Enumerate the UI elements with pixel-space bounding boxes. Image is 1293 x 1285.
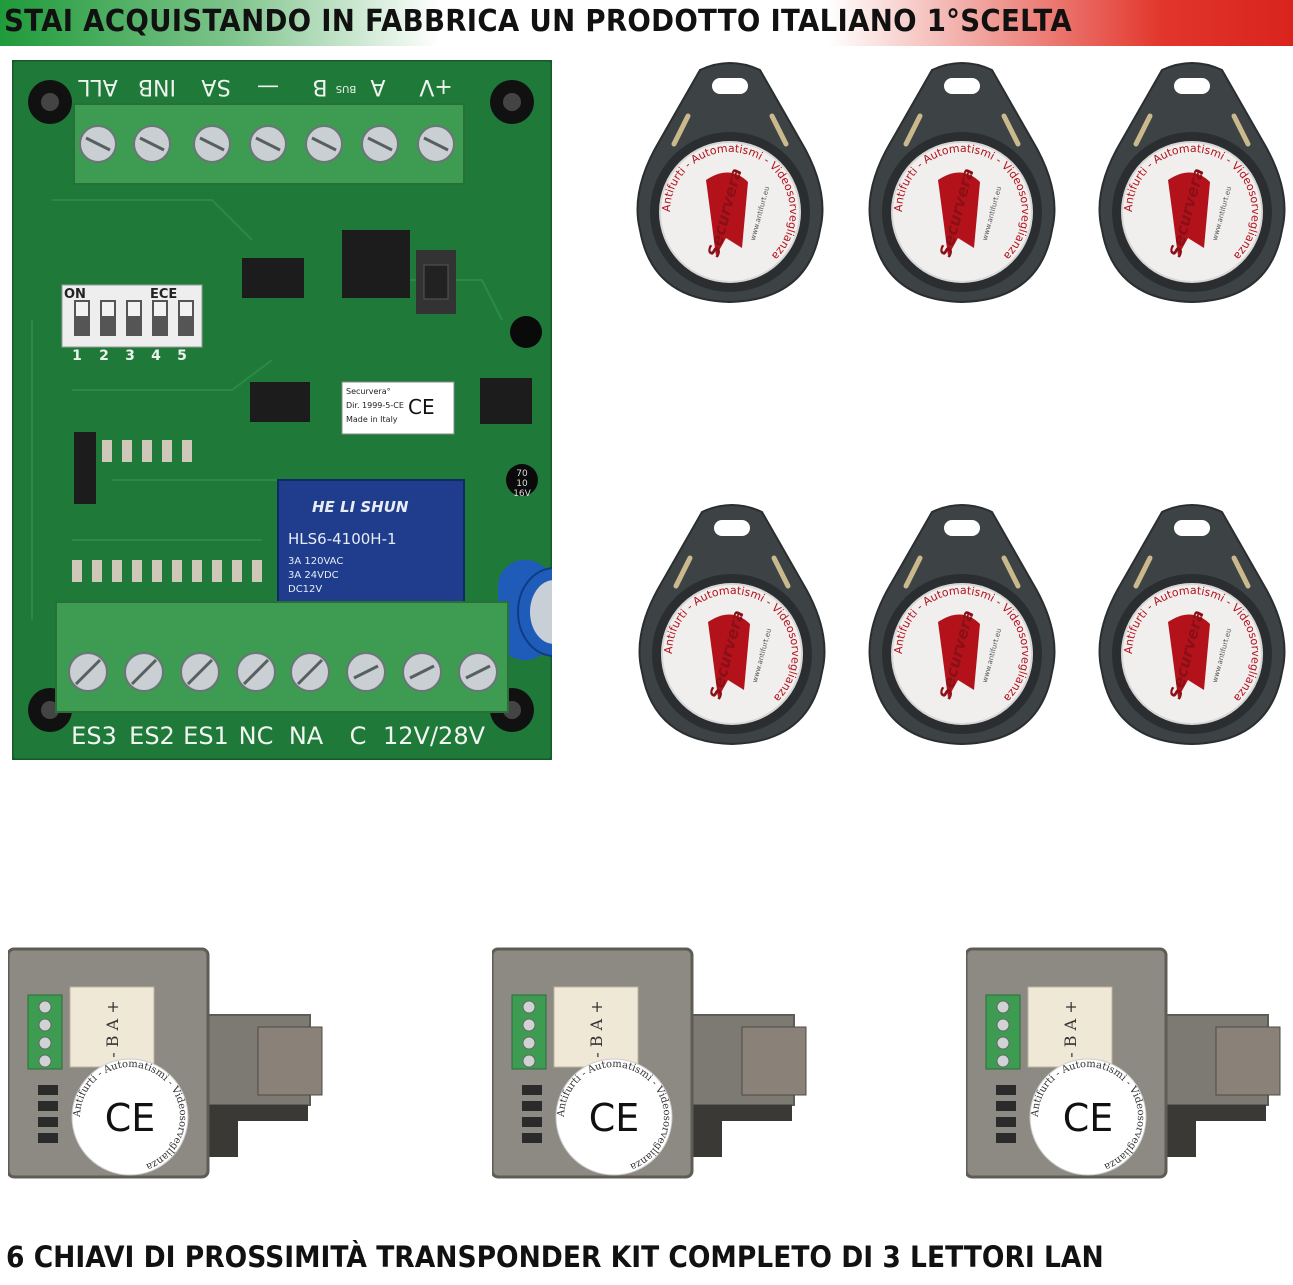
rfid-key-fob: Securvera www.antifurt.eu Antifurti - Au… xyxy=(638,504,826,746)
reader-terminal-text: - B A + xyxy=(103,1000,122,1057)
reader-ce-mark: CE xyxy=(1063,1096,1114,1140)
dip-on-label: ON xyxy=(64,287,86,302)
rfid-key-fob: Securvera www.antifurt.eu Antifurti - Au… xyxy=(636,62,824,304)
bottom-terminal-label: NA xyxy=(289,722,324,750)
cap-label: 10 xyxy=(516,479,528,489)
cap-label: 16V xyxy=(513,489,531,499)
reader-terminal-text: - B A + xyxy=(587,1000,606,1057)
reader-ce-mark: CE xyxy=(105,1096,156,1140)
sticker-line: Dir. 1999-5-CE xyxy=(346,401,404,410)
capacitor xyxy=(510,316,542,348)
relay-spec: 3A 120VAC xyxy=(288,556,343,567)
top-terminal-label: ALL xyxy=(77,74,117,99)
reader-ce-mark: CE xyxy=(589,1096,640,1140)
sticker-ce-mark: CE xyxy=(408,395,435,419)
rfid-key-fob: Securvera www.antifurt.eu Antifurti - Au… xyxy=(868,504,1056,746)
dip-number: 1 xyxy=(72,348,82,364)
control-board: ALL INB SA — B A +V BUS ON ECE 1 2 3 4 5 xyxy=(12,60,552,760)
bus-label: BUS xyxy=(336,83,357,94)
dip-number: 4 xyxy=(151,348,161,364)
chips xyxy=(74,230,532,504)
top-terminal-label: A xyxy=(370,74,385,99)
kit-caption: 6 CHIAVI DI PROSSIMITÀ TRANSPONDER KIT C… xyxy=(6,1240,1104,1274)
sticker-line: Made in Italy xyxy=(346,415,398,424)
top-terminal-label: B xyxy=(312,74,327,99)
bottom-terminal-label: C xyxy=(350,722,367,750)
top-terminal-label: SA xyxy=(201,74,230,99)
bottom-terminal-block xyxy=(55,601,509,713)
bottom-terminal-label: ES3 xyxy=(71,722,117,750)
bottom-terminal-label: ES2 xyxy=(129,722,175,750)
bottom-terminal-label: NC xyxy=(239,722,274,750)
rfid-key-fob: Securvera www.antifurt.eu Antifurti - Au… xyxy=(868,62,1056,304)
relay-model: HLS6-4100H-1 xyxy=(288,530,397,548)
reader-terminal-text: - B A + xyxy=(1061,1000,1080,1057)
bottom-terminal-label: 12V/28V xyxy=(383,722,486,750)
lan-reader: - B A + Antifurti - Automatismi - Videos… xyxy=(492,947,807,1179)
sticker-line: Securvera° xyxy=(346,387,391,396)
rfid-key-fob: Securvera www.antifurt.eu Antifurti - Au… xyxy=(1098,504,1286,746)
lan-reader: - B A + Antifurti - Automatismi - Videos… xyxy=(8,947,323,1179)
dip-number: 3 xyxy=(125,348,135,364)
top-terminal-label: +V xyxy=(419,74,452,99)
lan-reader: - B A + Antifurti - Automatismi - Videos… xyxy=(966,947,1281,1179)
capacitor xyxy=(506,464,538,496)
cap-label: 70 xyxy=(516,469,528,479)
dip-ece-label: ECE xyxy=(150,287,177,302)
rfid-key-fob: Securvera www.antifurt.eu Antifurti - Au… xyxy=(1098,62,1286,304)
top-terminal-label: INB xyxy=(138,74,176,99)
dip-number: 5 xyxy=(177,348,187,364)
relay xyxy=(277,479,465,621)
relay-spec: DC12V xyxy=(288,584,322,595)
banner-text: STAI ACQUISTANDO IN FABBRICA UN PRODOTTO… xyxy=(4,4,1072,39)
relay-brand: HE LI SHUN xyxy=(312,498,409,516)
dip-number: 2 xyxy=(99,348,109,364)
bottom-terminal-label: ES1 xyxy=(183,722,229,750)
top-terminal-label: — xyxy=(257,74,279,99)
relay-spec: 3A 24VDC xyxy=(288,570,339,581)
ce-sticker xyxy=(341,381,455,435)
top-banner xyxy=(0,0,1293,46)
